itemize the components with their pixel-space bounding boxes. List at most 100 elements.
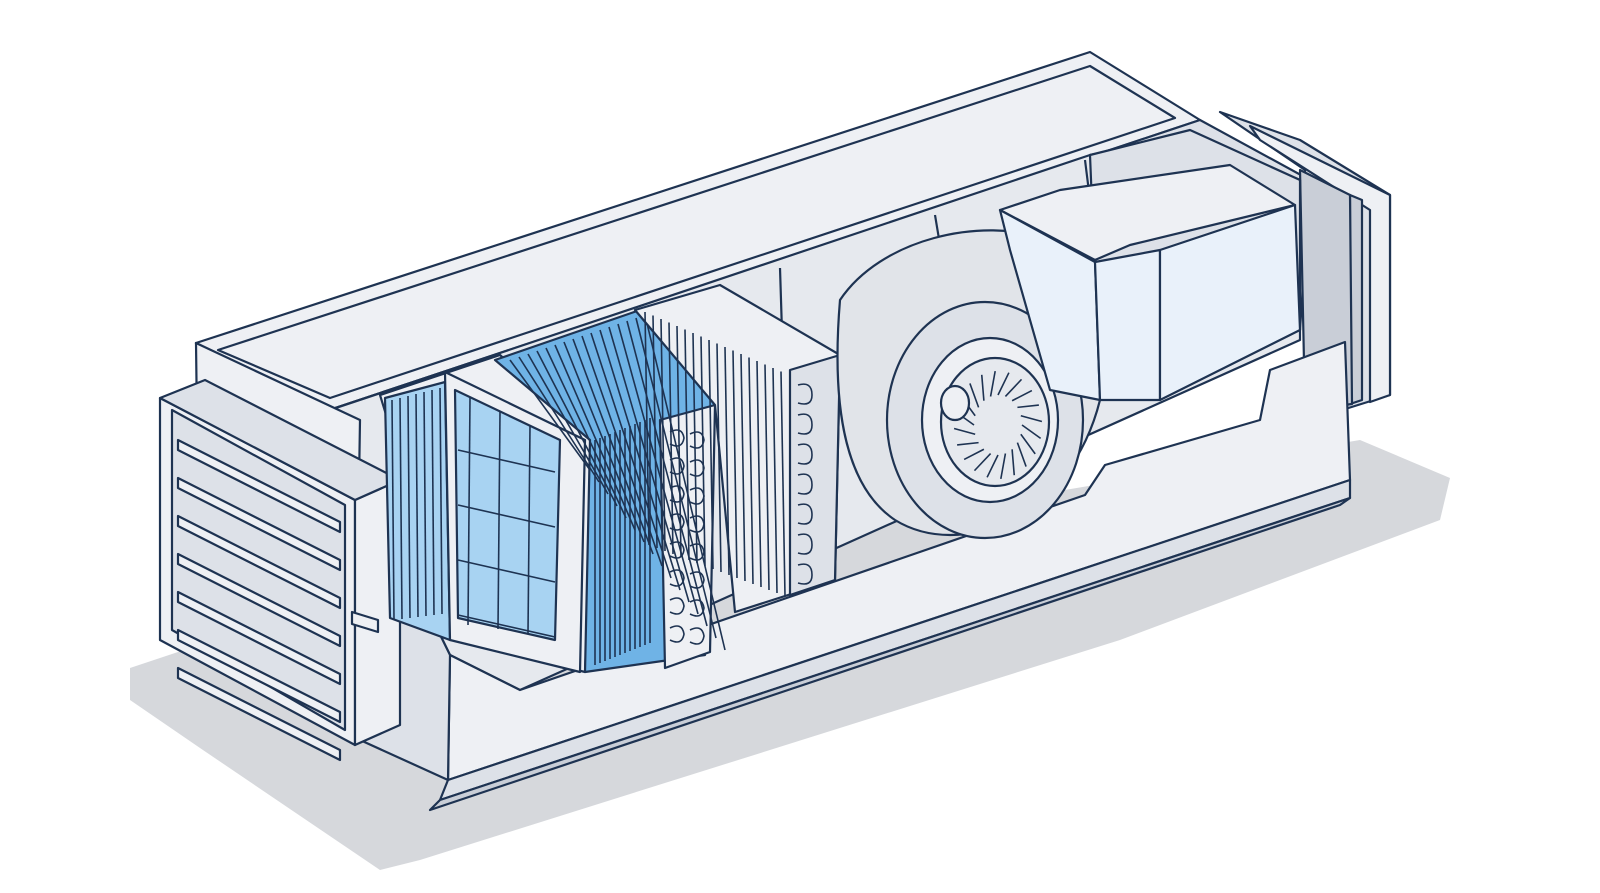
- damper-louver-blade: [176, 590, 342, 686]
- filter-pleat: [407, 395, 411, 619]
- housing-right-end: [1218, 110, 1392, 422]
- heating-coil: [633, 283, 842, 614]
- return-bend-icon: [669, 569, 685, 587]
- fin-bend-icon: [797, 383, 813, 405]
- return-bend-icon: [689, 627, 705, 645]
- filter-grid-vertical: [467, 397, 471, 626]
- fan-blade: [989, 370, 996, 397]
- fin-pack-fin: [756, 360, 762, 588]
- fan-blade: [1020, 414, 1043, 423]
- fin-pack-fins: [644, 311, 786, 597]
- damper-louver-blade: [176, 438, 342, 534]
- coil-fin: [509, 359, 591, 471]
- fan-blade: [973, 452, 992, 472]
- fin-pack-fin: [668, 322, 674, 555]
- fan-blade: [1000, 453, 1007, 480]
- fan-blade: [997, 372, 1010, 396]
- filter-grid-vertical: [527, 425, 531, 634]
- fan-blade: [1020, 433, 1036, 455]
- fan-blade: [1021, 424, 1042, 440]
- filter-grid: [391, 387, 556, 638]
- return-bend-icon: [669, 541, 685, 559]
- fin-pack-bends: [797, 383, 813, 585]
- fan-blade: [986, 454, 999, 478]
- filter-grid-vertical: [497, 411, 501, 630]
- fan-blade: [963, 448, 985, 461]
- coil-fin: [536, 350, 618, 507]
- coil-fin: [590, 332, 672, 579]
- filter-pleat: [415, 393, 419, 618]
- fan-blade: [1004, 378, 1023, 398]
- fin-pack-fin: [780, 371, 786, 597]
- filter-pleat: [423, 391, 427, 617]
- fan-blade: [980, 374, 985, 401]
- filter-pleat: [431, 389, 435, 616]
- fin-pack-fin: [684, 329, 690, 561]
- fan-blade: [1011, 449, 1016, 476]
- coil-fin: [518, 356, 600, 483]
- filter-pleat: [399, 397, 403, 620]
- filter-grid-horizontal: [457, 614, 556, 638]
- fin-pack-fin: [716, 343, 722, 573]
- fin-pack-fin: [724, 346, 730, 576]
- damper-louver-blade: [176, 476, 342, 572]
- fin-pack-fin: [660, 318, 666, 552]
- fin-pack-fin: [652, 315, 658, 549]
- fan-blade: [957, 441, 979, 446]
- fin-bend-icon: [797, 413, 813, 435]
- fan-hub-icon: [939, 384, 971, 422]
- fin-bend-icon: [797, 563, 813, 585]
- fin-pack-fin: [708, 339, 714, 570]
- coil-fin: [644, 314, 726, 651]
- return-bend-icon: [689, 431, 705, 449]
- fin-pack-fin: [764, 364, 770, 591]
- coil-fin: [554, 344, 636, 531]
- return-bend-icon: [669, 597, 685, 615]
- return-bend-icon: [669, 485, 685, 503]
- discharge-transition: [998, 163, 1302, 402]
- fin-pack-fin: [692, 332, 698, 564]
- coil-fin: [545, 347, 627, 519]
- panel-filter: [378, 353, 597, 674]
- return-bend-icon: [669, 429, 685, 447]
- fin-pack-fin: [748, 357, 754, 585]
- damper-louver-blade: [176, 628, 342, 724]
- filter-pleat: [391, 399, 395, 621]
- fin-bend-icon: [797, 533, 813, 555]
- housing-front-panel: [428, 340, 1352, 812]
- fan-blade: [1017, 404, 1039, 409]
- fan-blade: [1011, 389, 1033, 402]
- fin-bend-icon: [797, 473, 813, 495]
- damper-louver-blade: [176, 666, 342, 762]
- return-bend-icon: [669, 625, 685, 643]
- fan-blade: [969, 383, 980, 408]
- filter-grid-horizontal: [457, 504, 556, 528]
- fin-pack-fin: [644, 311, 650, 546]
- return-bend-icon: [669, 513, 685, 531]
- fin-pack-fin: [676, 325, 682, 558]
- damper-louver-blade: [176, 514, 342, 610]
- fin-pack-fin: [700, 336, 706, 567]
- return-bend-icon: [669, 457, 685, 475]
- filter-grid-horizontal: [457, 559, 556, 583]
- fin-pack-fin: [732, 350, 738, 579]
- fin-bend-icon: [797, 443, 813, 465]
- fin-bend-icon: [797, 503, 813, 525]
- fin-pack-fin: [772, 367, 778, 594]
- fin-pack-fin: [740, 353, 746, 582]
- blower-fan: [836, 229, 1102, 540]
- coil-fin: [608, 326, 690, 603]
- coil-fin: [617, 323, 699, 615]
- coil-fin: [626, 320, 708, 627]
- return-bend-icon: [689, 599, 705, 617]
- damper-louver-blade: [176, 552, 342, 648]
- filter-pleat: [439, 387, 443, 615]
- damper-handle-icon: [350, 610, 380, 634]
- filter-grid-horizontal: [457, 449, 556, 473]
- return-bend-icon: [689, 571, 705, 589]
- fan-blade: [953, 427, 976, 436]
- fan-blade: [1016, 442, 1027, 467]
- damper-louvers: [176, 438, 342, 762]
